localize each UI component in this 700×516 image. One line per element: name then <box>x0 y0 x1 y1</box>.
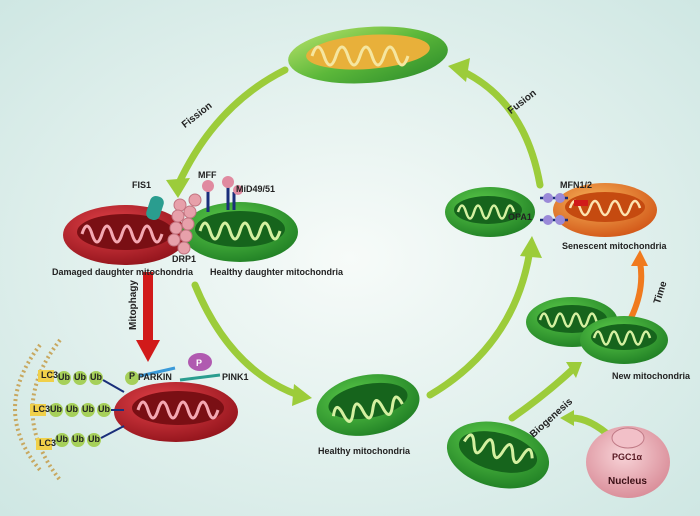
ub-label-1: Ub <box>58 372 70 382</box>
pink1-protein <box>179 353 221 382</box>
senescent-label: Senescent mitochondria <box>562 240 667 252</box>
ub-label-9: Ub <box>72 434 84 444</box>
pgc1a-label: PGC1α <box>612 452 643 462</box>
biogenesis-mitochondrion <box>446 421 550 489</box>
healthy-daughter-line-2: mitochondria <box>286 267 344 277</box>
fis1-protein <box>146 195 164 221</box>
mitophagy-label: Mitophagy <box>128 280 139 330</box>
new-mitochondria-line-2: mitochondria <box>633 371 691 381</box>
healthy-mitochondria-label: Healthy mitochondria <box>318 446 411 456</box>
mff-label: MFF <box>198 170 217 180</box>
ub-label-3: Ub <box>90 372 102 382</box>
top-mitochondrion <box>288 26 448 84</box>
ub-lc3-chains <box>30 370 125 450</box>
senescent-mitochondrion <box>553 183 657 237</box>
senescent-line-1: Senescent <box>562 241 608 251</box>
ub-label-6: Ub <box>82 404 94 414</box>
pink1-label: PINK1 <box>222 372 249 382</box>
nucleus <box>586 426 670 498</box>
new-mitochondria-line-1: New <box>612 371 631 381</box>
new-mitochondrion-2 <box>580 316 668 364</box>
healthy-daughter-mitochondrion <box>182 202 298 262</box>
damaged-daughter-label: Damaged daughter mitochondria <box>52 266 193 278</box>
new-mitochondria-label: New mitochondria <box>612 370 690 382</box>
nucleus-label: Nucleus <box>608 476 647 487</box>
ub-chain-2 <box>30 403 124 417</box>
parkin-label: PARKIN <box>138 372 172 382</box>
lc3-label-1: LC3 <box>41 370 59 380</box>
mfn-opa1-tethers <box>540 193 588 225</box>
healthy-mitochondrion <box>316 374 420 436</box>
damaged-daughter-line-1: Damaged daughter <box>52 267 134 277</box>
drp1-label: DRP1 <box>172 254 197 264</box>
ub-label-8: Ub <box>56 434 68 444</box>
damaged-daughter-line-2: mitochondria <box>136 267 194 277</box>
drp1-cluster <box>167 193 202 255</box>
phospho-label-1: P <box>129 371 136 381</box>
ub-chain-1 <box>38 370 125 393</box>
parkin-protein <box>125 366 176 385</box>
ub-label-7: Ub <box>98 404 110 414</box>
ub-label-4: Ub <box>50 404 62 414</box>
mid49-51-label: MiD49/51 <box>236 184 276 194</box>
healthy-daughter-label: Healthy daughter mitochondria <box>210 266 343 278</box>
damaged-daughter-mitochondrion <box>63 205 187 265</box>
ub-chain-3 <box>36 425 125 450</box>
ub-label-2: Ub <box>74 372 86 382</box>
mitophagy-mitochondrion <box>114 382 238 442</box>
mff-receptor <box>202 180 214 212</box>
lc3-label-2: LC3 <box>33 404 51 414</box>
healthy-daughter-line-1: Healthy daughter <box>210 267 284 277</box>
phospho-label-2: P <box>196 358 203 368</box>
mfn12-label: MFN1/2 <box>560 180 593 190</box>
opa1-label: OPA1 <box>508 212 532 222</box>
mid49-51-receptor <box>222 176 243 210</box>
senescent-line-2: mitochondria <box>609 241 667 251</box>
fusing-healthy-mitochondrion <box>445 187 535 237</box>
ub-label-5: Ub <box>66 404 78 414</box>
fis1-label: FIS1 <box>132 180 152 190</box>
ub-label-10: Ub <box>88 434 100 444</box>
lc3-label-3: LC3 <box>39 438 57 448</box>
